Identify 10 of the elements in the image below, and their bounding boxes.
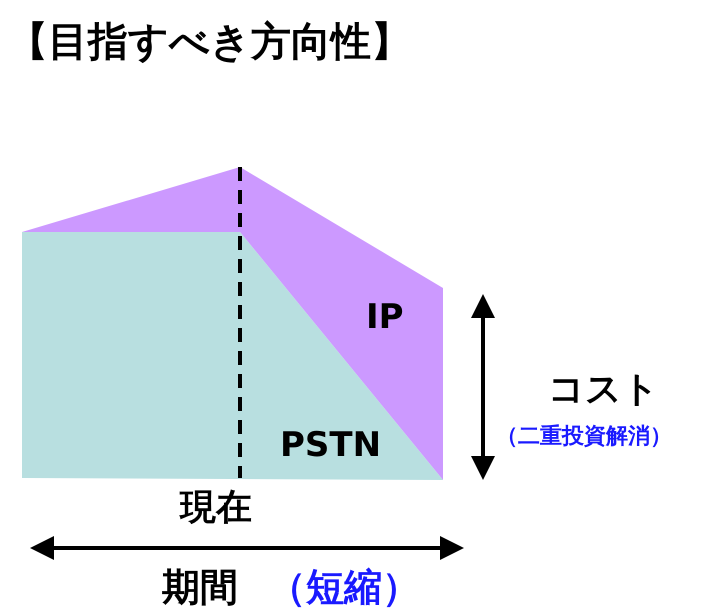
title: 【目指すべき方向性】 [8,22,411,62]
area-band [22,167,443,480]
area-label: IP [366,300,404,334]
axis-label: コスト [548,372,659,408]
axis-note: （短縮） [268,568,420,606]
area-band [22,232,443,480]
axis-note: （二重投資解消） [496,426,672,448]
area-label: PSTN [280,428,382,462]
axis-label: 現在 [180,490,252,526]
axis-label: 期間 [162,568,238,606]
